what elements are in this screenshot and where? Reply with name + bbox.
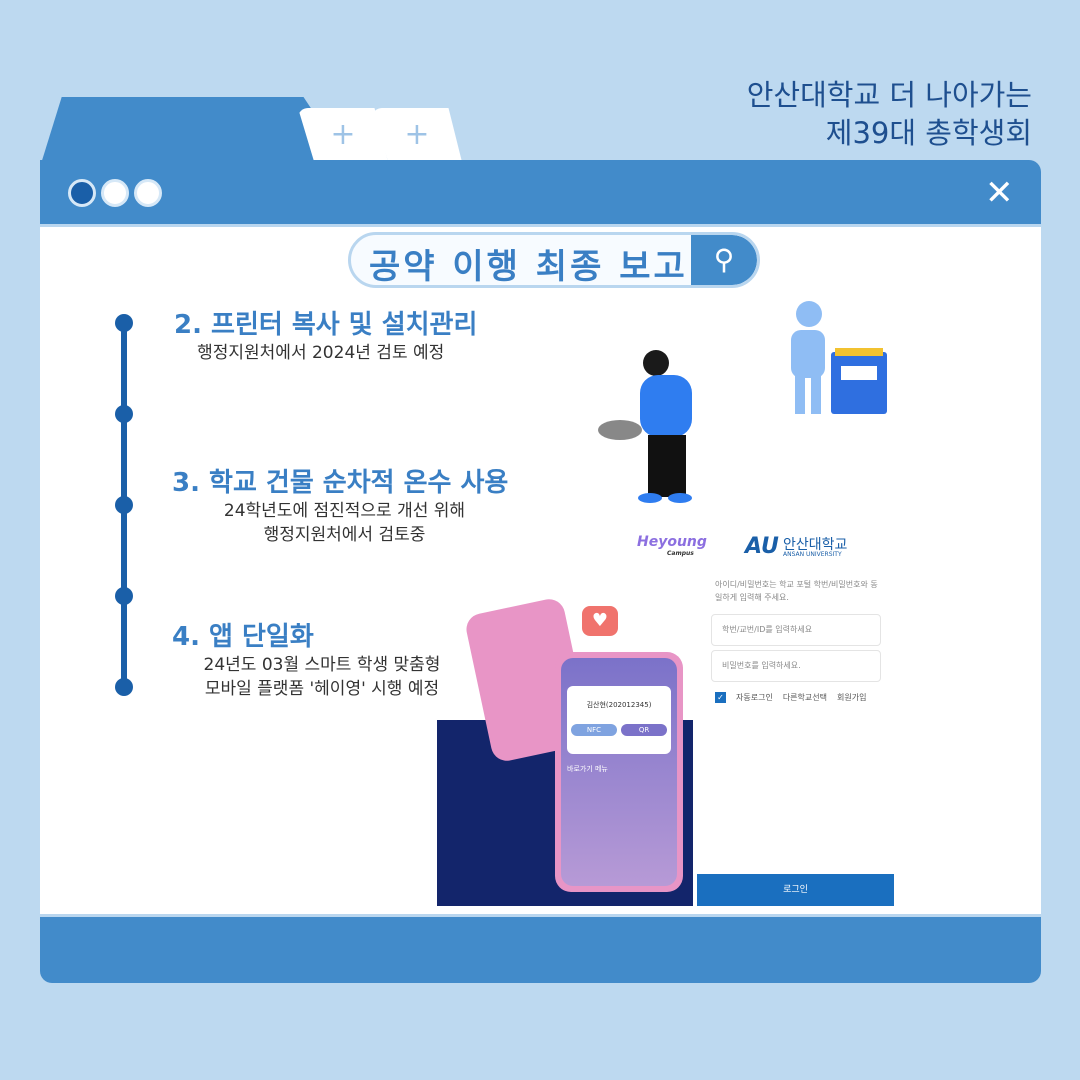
- login-button[interactable]: 로그인: [697, 874, 894, 906]
- student-name: 김산현(202012345): [586, 701, 652, 709]
- pledge-item: 3. 학교 건물 순차적 온수 사용 24학년도에 점진적으로 개선 위해 행정…: [172, 462, 517, 547]
- org-title: 안산대학교 더 나아가는 제39대 총학생회: [747, 76, 1032, 152]
- pledge-desc: 24학년도에 점진적으로 개선 위해: [223, 501, 466, 521]
- pledge-desc: 행정지원처에서 2024년 검토 예정: [197, 343, 445, 363]
- window-dot[interactable]: [134, 179, 162, 207]
- pledge-title: 3. 학교 건물 순차적 온수 사용: [172, 468, 509, 498]
- search-icon[interactable]: ⚲: [691, 235, 757, 285]
- pledge-title: 4. 앱 단일화: [172, 622, 314, 652]
- univ-en: ANSAN UNIVERSITY: [783, 551, 842, 558]
- pledge-item: 4. 앱 단일화 24년도 03월 스마트 학생 맞춤형 모바일 플랫폼 '헤이…: [172, 616, 472, 701]
- new-tab-button[interactable]: +: [298, 108, 388, 162]
- timeline-node: [115, 587, 133, 605]
- timeline-node: [115, 405, 133, 423]
- timeline-node: [115, 314, 133, 332]
- washing-hands-illustration: [598, 350, 692, 503]
- close-icon[interactable]: ✕: [985, 173, 1014, 213]
- univ-name: 안산대학교: [783, 537, 848, 553]
- quick-menu-label: 바로가기 메뉴: [567, 765, 608, 773]
- auto-login-checkbox[interactable]: ✓: [715, 692, 726, 703]
- window-footer: [40, 914, 1041, 983]
- other-school-link[interactable]: 다른학교선택: [782, 693, 827, 702]
- pledge-title: 2. 프린터 복사 및 설치관리: [174, 310, 478, 340]
- id-input[interactable]: 학번/교번/ID를 입력하세요: [711, 614, 881, 646]
- window-titlebar: [40, 160, 1041, 224]
- univ-logo: AU: [745, 534, 779, 559]
- password-input[interactable]: 비밀번호를 입력하세요.: [711, 650, 881, 682]
- pledge-desc: 행정지원처에서 검토중: [263, 525, 426, 545]
- pledge-desc: 24년도 03월 스마트 학생 맞춤형: [203, 655, 441, 675]
- printer-illustration: [791, 301, 887, 414]
- pledge-desc: 모바일 플랫폼 '헤이영' 시행 예정: [204, 679, 440, 699]
- login-notice: 아이디/비밀번호는 학교 포털 학번/비밀번호와 동일하게 입력해 주세요.: [715, 580, 878, 602]
- phone-front: 김산현(202012345) NFC QR 바로가기 메뉴: [555, 652, 683, 892]
- org-line2: 제39대 총학생회: [825, 116, 1032, 150]
- window-dot[interactable]: [68, 179, 96, 207]
- active-tab[interactable]: [40, 97, 350, 167]
- nfc-button[interactable]: NFC: [571, 724, 617, 736]
- timeline-node: [115, 678, 133, 696]
- window-dot[interactable]: [101, 179, 129, 207]
- new-tab-button[interactable]: +: [372, 108, 462, 162]
- auto-login-label: 자동로그인: [736, 693, 773, 702]
- search-bar[interactable]: 공약 이행 최종 보고 ⚲: [348, 232, 760, 288]
- pledge-item: 2. 프린터 복사 및 설치관리 행정지원처에서 2024년 검토 예정: [174, 304, 477, 365]
- timeline-node: [115, 496, 133, 514]
- signup-link[interactable]: 회원가입: [836, 693, 867, 702]
- page-title: 공약 이행 최종 보고: [369, 247, 688, 287]
- heart-icon: ♥: [582, 606, 618, 636]
- org-line1: 안산대학교 더 나아가는: [746, 78, 1032, 112]
- qr-button[interactable]: QR: [621, 724, 667, 736]
